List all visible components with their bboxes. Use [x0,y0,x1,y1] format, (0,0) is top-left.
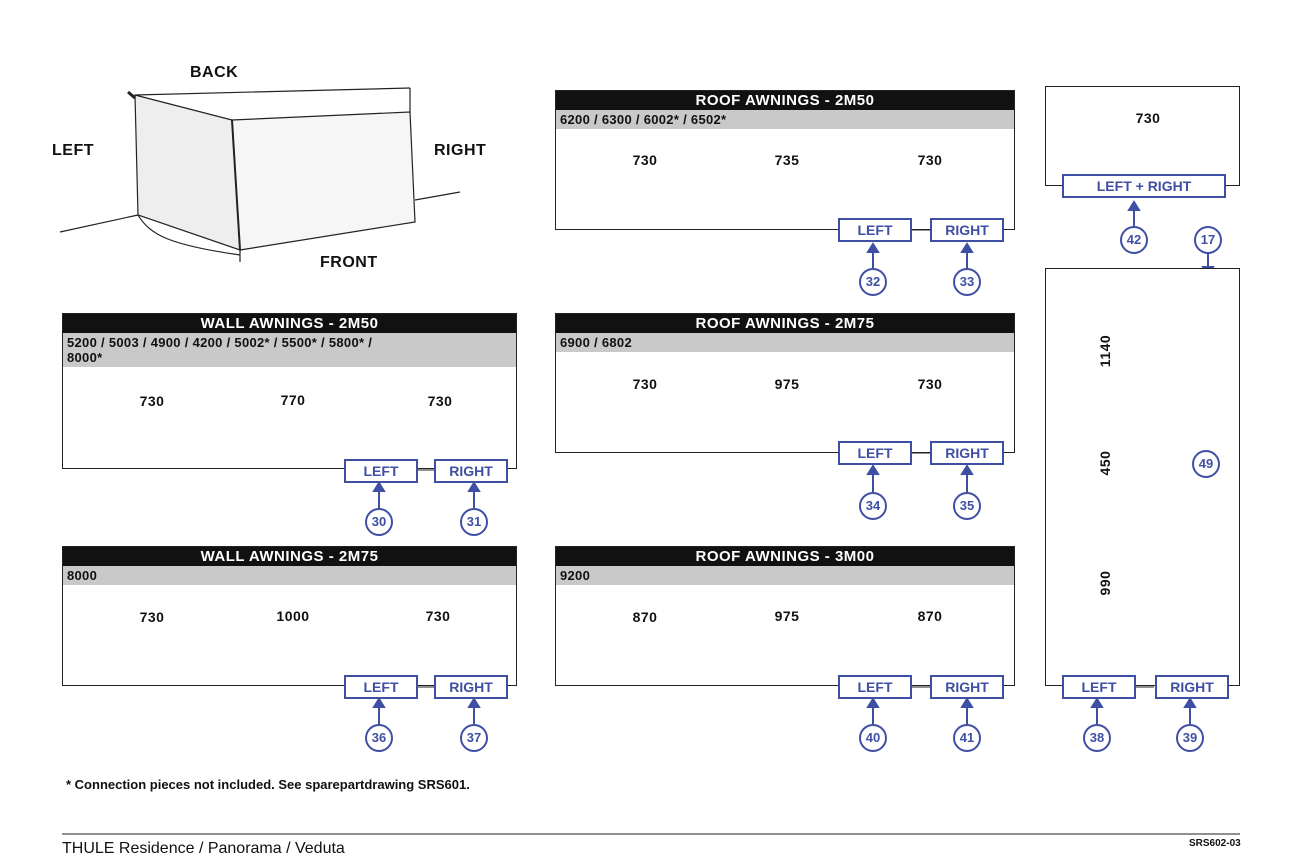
panel-models: 6900 / 6802 [556,333,1014,352]
label-front: FRONT [320,254,378,271]
label-back: BACK [190,64,239,81]
callout-number: 35 [953,492,981,520]
callout-number: 32 [859,268,887,296]
tag-right: RIGHT [1155,675,1229,699]
label-right: RIGHT [434,142,487,159]
footnote: * Connection pieces not included. See sp… [66,777,470,792]
panel-roof-2m75: ROOF AWNINGS - 2M75 6900 / 6802 [555,313,1015,453]
tag-left: LEFT [838,675,912,699]
panel-title: ROOF AWNINGS - 2M50 [556,91,1014,110]
dim-right: 730 [427,393,453,409]
dim-right: 730 [917,152,943,168]
dim-left: 870 [632,609,658,625]
label-left: LEFT [52,142,94,159]
tag-left: LEFT [344,459,418,483]
panel-title: ROOF AWNINGS - 3M00 [556,547,1014,566]
callout-number: 33 [953,268,981,296]
callout-number: 40 [859,724,887,752]
dim-middle: 975 [774,376,800,392]
tag-right: RIGHT [930,441,1004,465]
footer-title: THULE Residence / Panorama / Veduta [62,840,345,857]
awning-sketch [59,87,461,262]
tag-connectors [416,229,1154,688]
dim-leg-lower: 990 [1097,570,1113,596]
dim-right: 730 [917,376,943,392]
callout-number: 34 [859,492,887,520]
panel-title: WALL AWNINGS - 2M50 [63,314,516,333]
panel-roof-3m00: ROOF AWNINGS - 3M00 9200 [555,546,1015,686]
panel-side-top [1045,86,1240,186]
callout-number: 49 [1192,450,1220,478]
dim-left: 730 [632,376,658,392]
callout-number: 39 [1176,724,1204,752]
callout-number: 30 [365,508,393,536]
panel-title: ROOF AWNINGS - 2M75 [556,314,1014,333]
dim-right: 730 [425,608,451,624]
dim-middle: 770 [280,392,306,408]
dim-left: 730 [139,609,165,625]
dim-middle: 975 [774,608,800,624]
tag-right: RIGHT [930,675,1004,699]
dim-right: 870 [917,608,943,624]
panel-wall-2m50: WALL AWNINGS - 2M50 5200 / 5003 / 4900 /… [62,313,517,469]
callout-number: 37 [460,724,488,752]
panel-models-line1: 5200 / 5003 / 4900 / 4200 / 5002* / 5500… [67,335,373,350]
tag-left: LEFT [838,441,912,465]
tag-right: RIGHT [434,675,508,699]
callout-number: 41 [953,724,981,752]
tag-right: RIGHT [930,218,1004,242]
dim-middle: 735 [774,152,800,168]
panel-wall-2m75: WALL AWNINGS - 2M75 8000 [62,546,517,686]
callout-number: 17 [1194,226,1222,254]
panel-models: 8000 [63,566,516,585]
footer-code: SRS602-03 [1189,838,1241,849]
tag-right: RIGHT [434,459,508,483]
panel-models: 9200 [556,566,1014,585]
panel-models: 5200 / 5003 / 4900 / 4200 / 5002* / 5500… [63,333,516,367]
dim-left: 730 [632,152,658,168]
tag-left-right: LEFT + RIGHT [1062,174,1226,198]
dim-left: 730 [139,393,165,409]
callout-number: 36 [365,724,393,752]
panel-roof-2m50: ROOF AWNINGS - 2M50 6200 / 6300 / 6002* … [555,90,1015,230]
tag-left: LEFT [838,218,912,242]
callout-number: 42 [1120,226,1148,254]
dim-side-top: 730 [1135,110,1161,126]
callout-arrows [372,200,1215,724]
dim-leg-upper: 1140 [1097,334,1113,368]
panel-models-line2: 8000* [67,350,103,365]
dim-middle: 1000 [276,608,310,624]
panel-title: WALL AWNINGS - 2M75 [63,547,516,566]
callout-number: 31 [460,508,488,536]
tag-left: LEFT [344,675,418,699]
tag-left: LEFT [1062,675,1136,699]
panel-models: 6200 / 6300 / 6002* / 6502* [556,110,1014,129]
callout-number: 38 [1083,724,1111,752]
dim-leg-middle: 450 [1097,450,1113,476]
